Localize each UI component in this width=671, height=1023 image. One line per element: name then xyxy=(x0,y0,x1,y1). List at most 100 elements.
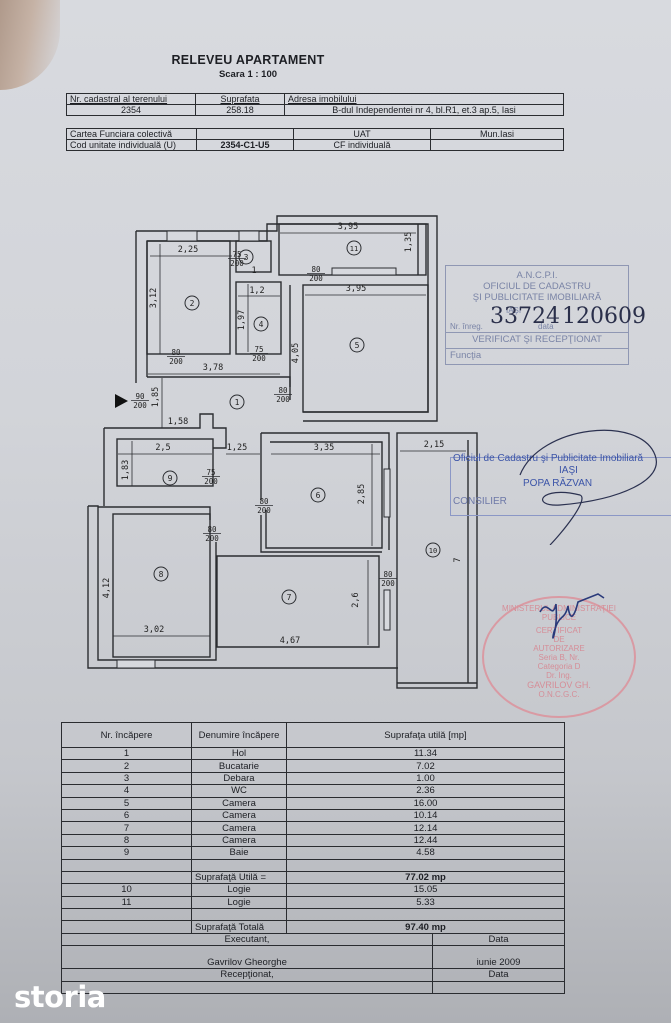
svg-text:200: 200 xyxy=(257,506,271,515)
useful-area-value: 77.02 mp xyxy=(286,870,565,885)
table-cell xyxy=(191,858,287,872)
svg-text:90: 90 xyxy=(135,392,145,401)
svg-text:200: 200 xyxy=(169,357,183,366)
header-room-number: Nr. încăpere xyxy=(61,722,192,748)
svg-text:200: 200 xyxy=(252,354,266,363)
svg-text:3: 3 xyxy=(244,253,249,262)
header-room-name: Denumire încăpere xyxy=(191,722,287,748)
office-stamp-role: CONSILIER xyxy=(453,496,507,507)
office-stamp-name: POPA RĂZVAN xyxy=(523,478,593,489)
table-cell xyxy=(61,980,433,995)
dimension-label: 1,25 xyxy=(227,443,247,453)
room-area: 11.34 xyxy=(286,746,565,761)
room-number: 1 xyxy=(61,746,192,761)
room-number: 9 xyxy=(61,846,192,860)
room-marker-11: 11 xyxy=(346,240,362,256)
cadastral-value: 2354 xyxy=(66,104,196,116)
rooms-table: Nr. încăpere Denumire încăpere Suprafaţa… xyxy=(61,722,565,995)
storia-logo: storia xyxy=(14,980,106,1014)
table-cell xyxy=(286,858,565,872)
table-cell xyxy=(61,870,192,885)
dimension-label: 1,2 xyxy=(249,286,264,296)
table-cell xyxy=(286,908,565,922)
room-number: 10 xyxy=(61,883,192,897)
svg-text:2: 2 xyxy=(190,299,195,308)
room-area: 4.58 xyxy=(286,846,565,860)
empty-row xyxy=(61,858,565,872)
svg-text:200: 200 xyxy=(133,401,147,410)
receptionat-row: Recepţionat,Data xyxy=(61,968,565,982)
round-stamp-line: AUTORIZARE xyxy=(533,644,585,653)
room-number: 8 xyxy=(61,833,192,848)
room-marker-5: 5 xyxy=(349,337,365,353)
empty-cell xyxy=(430,139,564,151)
dimension-label: 1 xyxy=(251,266,256,276)
svg-text:10: 10 xyxy=(429,547,437,555)
room-name: Camera xyxy=(191,833,287,848)
svg-text:80: 80 xyxy=(259,497,269,506)
signature-2-icon xyxy=(539,593,605,639)
dimension-label: 2,6 xyxy=(351,592,361,607)
dimension-label: 1,58 xyxy=(168,417,188,427)
total-area-label: Suprafaţă Totală xyxy=(191,920,287,934)
room-name: Bucatarie xyxy=(191,759,287,773)
ancpi-verified: VERIFICAT ŞI RECEPŢIONAT xyxy=(446,332,628,347)
room-name: Logie xyxy=(191,895,287,910)
room-name: Camera xyxy=(191,796,287,810)
svg-text:6: 6 xyxy=(316,491,321,500)
total-area-value: 97.40 mp xyxy=(286,920,565,934)
room-number: 4 xyxy=(61,784,192,798)
dimension-label: 2,85 xyxy=(357,484,367,504)
unit-code-label: Cod unitate individuală (U) xyxy=(66,139,197,151)
useful-area-label: Suprafaţă Utilă = xyxy=(191,870,287,885)
room-name: Hol xyxy=(191,746,287,761)
room-area: 12.14 xyxy=(286,821,565,835)
room-marker-1: 1 xyxy=(229,394,245,410)
room-area: 7.02 xyxy=(286,759,565,773)
room-marker-8: 8 xyxy=(153,566,169,582)
room-number: 5 xyxy=(61,796,192,810)
table-cell xyxy=(61,920,192,934)
room-marker-6: 6 xyxy=(310,487,326,503)
svg-text:8: 8 xyxy=(159,570,164,579)
table-cell xyxy=(61,858,192,872)
room-area: 12.44 xyxy=(286,833,565,848)
room-number: 2 xyxy=(61,759,192,773)
svg-text:80: 80 xyxy=(383,570,393,579)
executant-label: Executant, xyxy=(61,932,433,947)
svg-text:80: 80 xyxy=(311,265,321,274)
empty-row xyxy=(61,980,565,995)
svg-text:11: 11 xyxy=(350,245,358,253)
dimension-label: 1,85 xyxy=(151,387,161,407)
round-stamp-ring: MINISTERUL ADMINISTRAŢIEI PUBLICE xyxy=(502,604,616,622)
executant-row: Executant,Data xyxy=(61,932,565,947)
ancpi-line-3: ŞI PUBLICITATE IMOBILIARĂ xyxy=(472,292,602,303)
dimension-label: 1,97 xyxy=(237,310,247,330)
svg-text:9: 9 xyxy=(168,474,173,483)
svg-text:200: 200 xyxy=(309,274,323,283)
dimension-label: 4,12 xyxy=(102,578,112,598)
ancpi-nr-label: Nr. înreg. xyxy=(450,322,483,331)
dimension-label: 3,95 xyxy=(346,284,366,294)
ancpi-registration-number: 33724 xyxy=(490,304,560,329)
room-name: Debara xyxy=(191,771,287,786)
date-value: iunie 2009 xyxy=(432,945,565,970)
svg-text:7: 7 xyxy=(287,593,292,602)
dimension-label: 3,02 xyxy=(144,625,164,635)
ancpi-city: IAŞI xyxy=(506,306,522,315)
table-cell xyxy=(432,980,565,995)
dimension-label: 1,83 xyxy=(121,460,131,480)
svg-text:80: 80 xyxy=(207,525,217,534)
svg-text:75: 75 xyxy=(232,250,241,259)
room-area: 16.00 xyxy=(286,796,565,810)
round-stamp-line: CERTIFICAT xyxy=(535,626,583,635)
dimension-label: 3,12 xyxy=(149,288,159,308)
